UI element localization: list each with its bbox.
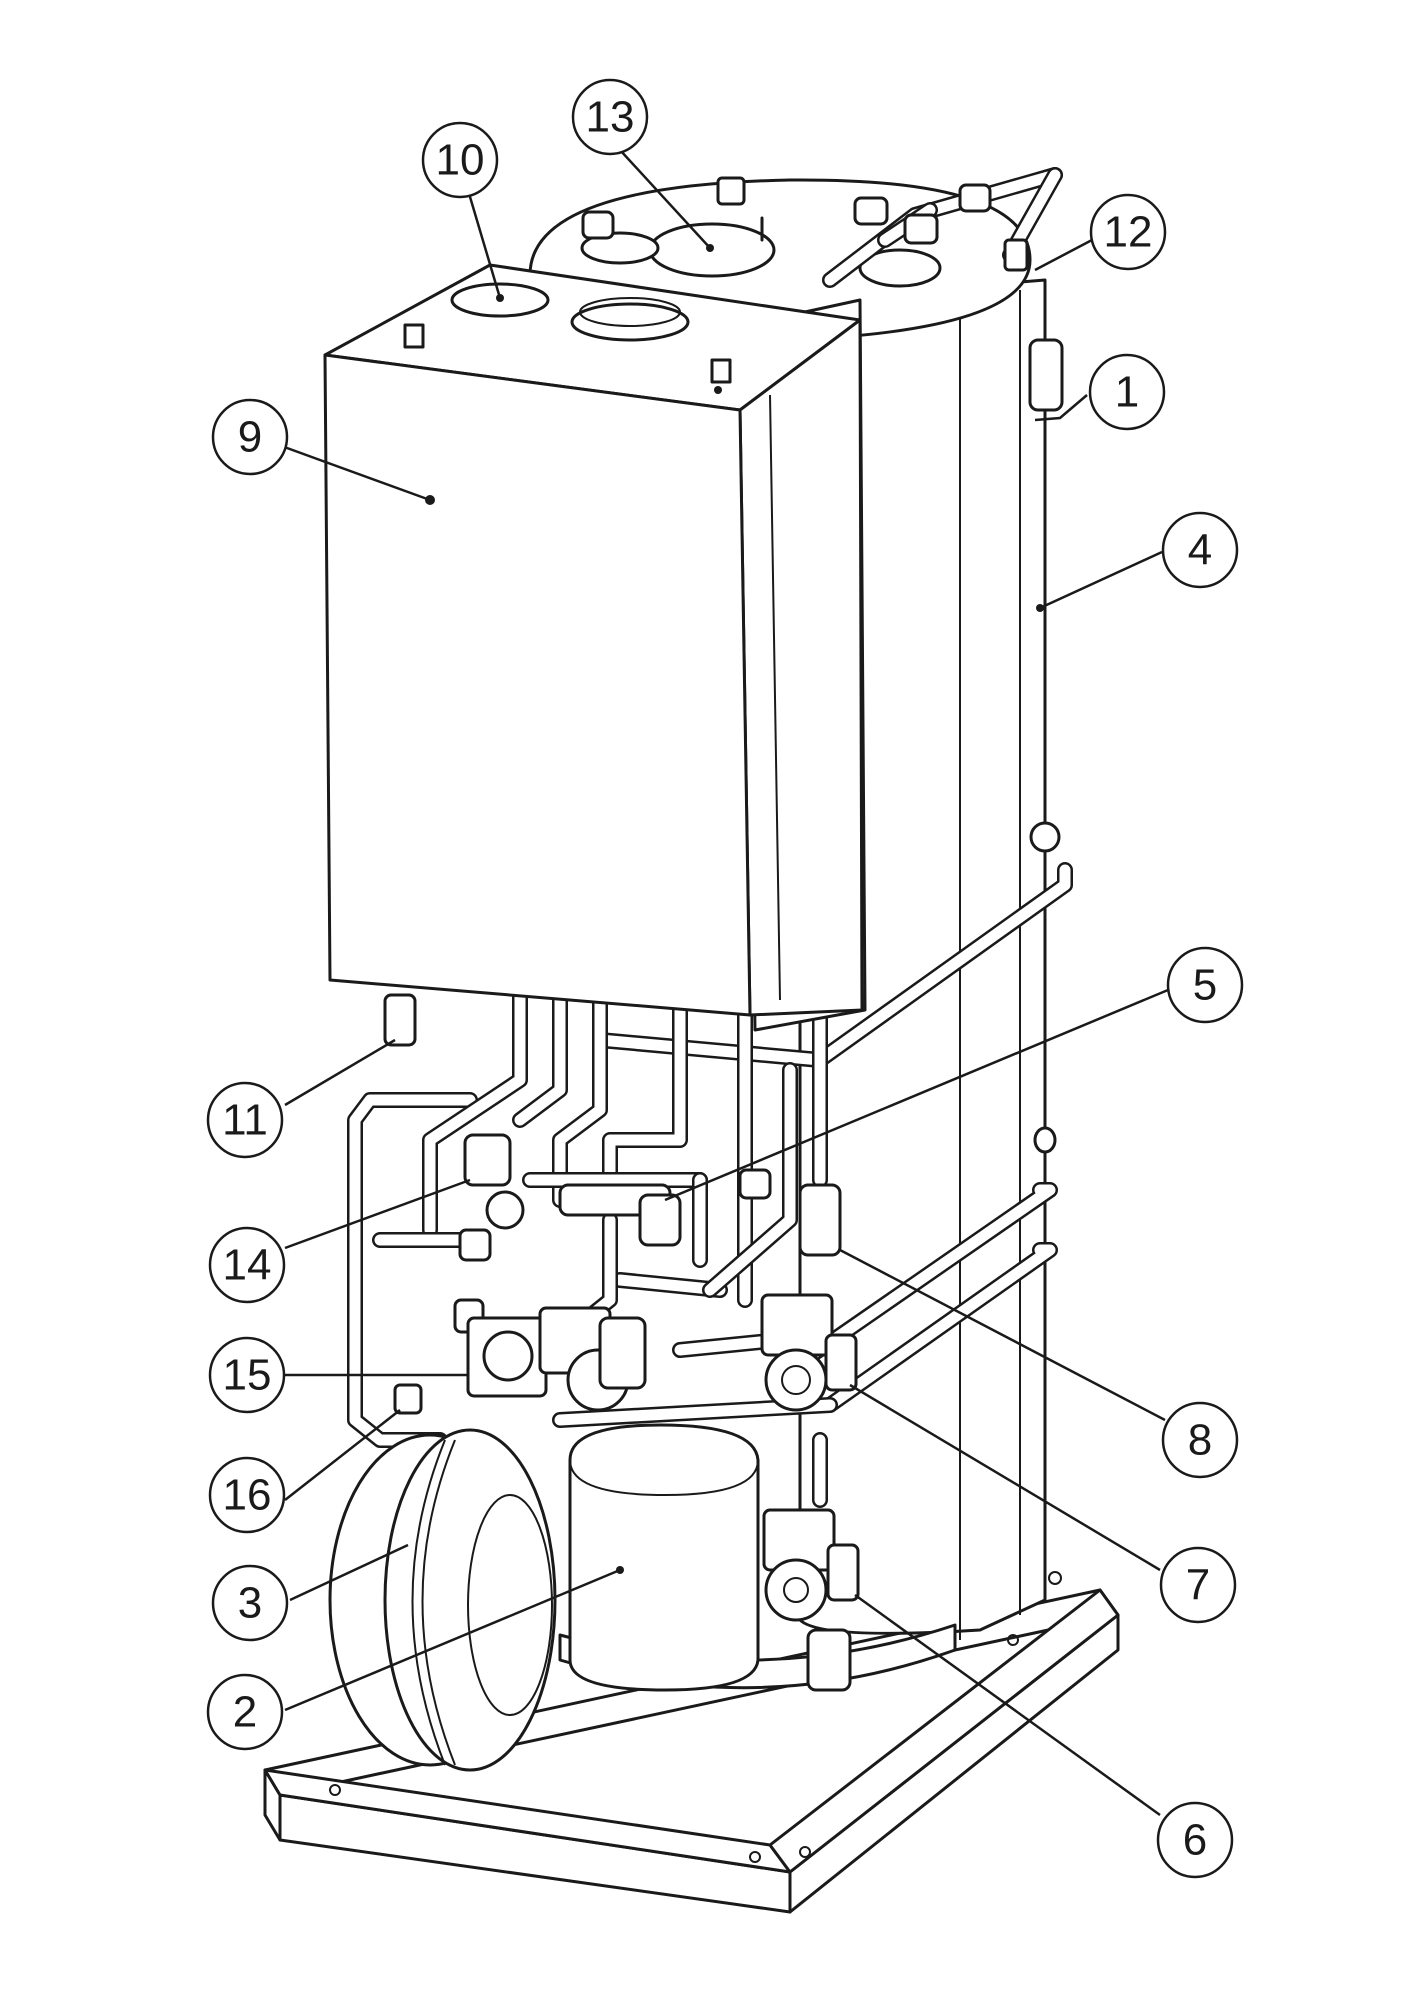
leader-2: [284, 1568, 621, 1712]
leader-13: [619, 149, 711, 249]
callout-12: 12: [1089, 193, 1167, 271]
leader-12: [1034, 238, 1093, 272]
svg-text:12: 12: [1104, 208, 1153, 257]
leader-7: [849, 1383, 1161, 1572]
svg-text:3: 3: [238, 1579, 262, 1628]
expansion-vessel-2: [568, 1423, 760, 1692]
leader-10: [463, 179, 502, 299]
callout-11: 11: [206, 1081, 284, 1159]
svg-text:10: 10: [436, 136, 485, 185]
callout-15: 15: [208, 1336, 286, 1414]
callout-2: 2: [206, 1673, 284, 1751]
fittings: [383, 176, 1064, 1692]
top-fitting-a: [716, 176, 746, 206]
svg-text:14: 14: [223, 1241, 272, 1290]
valve-8: [798, 1183, 842, 1257]
manifold-14: [463, 1133, 512, 1187]
callout-7: 7: [1159, 1546, 1237, 1624]
leader-5: [664, 988, 1169, 1202]
leader-1: [1034, 394, 1088, 422]
callout-9: 9: [211, 398, 289, 476]
svg-text:13: 13: [586, 93, 635, 142]
boiler-unit: [323, 263, 867, 1032]
callout-1: 1: [1088, 353, 1166, 431]
expansion-vessels: [328, 1423, 760, 1772]
svg-text:2: 2: [233, 1688, 257, 1737]
leader-14: [284, 1178, 471, 1250]
callout-16: 16: [208, 1456, 286, 1534]
fitting-16: [393, 1383, 423, 1415]
callout-4: 4: [1161, 511, 1239, 589]
callout-3: 3: [211, 1564, 289, 1642]
relief-valve: [1003, 238, 1029, 272]
leader-8: [839, 1248, 1166, 1422]
callout-6: 6: [1156, 1801, 1234, 1879]
leader-11: [284, 1038, 396, 1107]
callout-5: 5: [1166, 946, 1244, 1024]
svg-text:8: 8: [1188, 1416, 1212, 1465]
leader-6: [854, 1593, 1161, 1817]
callout-8: 8: [1161, 1401, 1239, 1479]
svg-text:4: 4: [1188, 526, 1212, 575]
pumps: [466, 1293, 860, 1622]
svg-text:9: 9: [238, 413, 262, 462]
leader-9: [264, 438, 431, 502]
leader-3: [289, 1543, 409, 1602]
callouts: 1 2 3 4 5 6 7 8: [206, 78, 1244, 1879]
leader-4: [1039, 550, 1163, 610]
svg-text:11: 11: [222, 1096, 268, 1145]
svg-text:5: 5: [1193, 961, 1217, 1010]
callout-14: 14: [208, 1226, 286, 1304]
drain-valve: [806, 1628, 852, 1692]
svg-text:6: 6: [1183, 1816, 1207, 1865]
fitting-11: [383, 993, 417, 1047]
svg-text:16: 16: [223, 1471, 272, 1520]
top-fitting-b: [581, 210, 615, 240]
leader-lines: [264, 149, 1169, 1817]
leader-16: [284, 1409, 401, 1501]
svg-text:7: 7: [1186, 1561, 1210, 1610]
svg-text:15: 15: [223, 1351, 272, 1400]
svg-text:1: 1: [1115, 368, 1139, 417]
pump-7: [760, 1293, 834, 1357]
side-valve: [1028, 338, 1064, 412]
callout-13: 13: [571, 78, 649, 156]
callout-10: 10: [421, 121, 499, 199]
